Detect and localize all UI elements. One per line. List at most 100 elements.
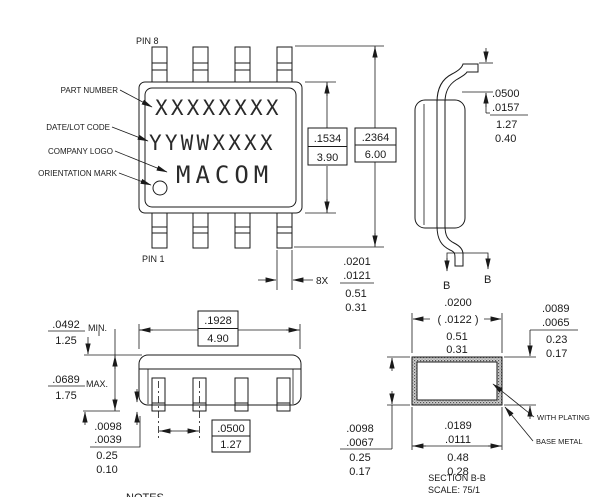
dim-lead-width-row4: 0.31 [345,302,366,314]
material-callouts: WITH PLATING BASE METAL [492,383,590,446]
dim-body-length-mm: 4.90 [207,333,228,345]
dim-standoff-row2: .0039 [94,434,122,446]
dim-thickness-base-row3: 0.23 [546,334,567,346]
pin [192,212,209,249]
lead [276,377,291,412]
top-pins [151,46,293,83]
section-mark-b-left: B [443,280,450,292]
dim-body-width: .1534 3.90 [305,81,348,214]
pin8-label: PIN 8 [136,36,159,46]
bottom-pins [151,212,293,249]
side-body [414,99,466,229]
dim-width-base-row1: .0189 [444,420,472,432]
dim-foot-row3: 1.27 [496,119,517,131]
dim-width-plated-row3: 0.51 [446,331,467,343]
section-bb-title: SECTION B-B [428,473,486,483]
dim-pitch: .0500 1.27 [158,381,251,453]
dim-foot-length: .0500 .0157 1.27 0.40 [462,48,528,145]
dim-thickness-plated: .0098 .0067 0.25 0.17 [340,356,410,478]
dim-thickness-base-row1: .0089 [542,303,570,315]
base-metal-label: BASE METAL [536,437,583,446]
dim-height-min: .0492 1.25 MIN. [48,319,142,356]
dim-standoff-row4: 0.10 [96,464,117,476]
dim-body-width-in: .1534 [314,133,342,145]
section-bb-scale: SCALE: 75/1 [428,485,480,495]
marking-part-number: XXXXXXXX [155,96,282,120]
orientation-mark-dot [152,180,168,196]
front-leads [151,377,291,412]
dim-width-plated-row1: .0200 [444,297,472,309]
section-cut-marks: B B [443,252,491,292]
lead-count-label: 8X [316,276,329,287]
side-view: .0500 .0157 1.27 0.40 B B [414,48,528,292]
dim-body-width-mm: 3.90 [317,152,338,164]
front-view: .1928 4.90 .0492 1.25 MIN. .0689 1.75 MA… [48,310,302,476]
marking-logo: MACOM [176,161,273,189]
dim-body-length: .1928 4.90 [138,310,301,349]
side-top-lead [436,63,479,103]
dim-height-max: .0689 1.75 MAX. [48,329,120,412]
dim-standoff-row3: 0.25 [96,450,117,462]
dim-body-length-in: .1928 [204,315,232,327]
lead-cross-section-base [416,361,498,401]
dim-lead-width-row1: .0201 [343,256,371,268]
package-body-outline [138,81,303,214]
dim-foot-row2: .0157 [492,102,520,114]
dim-thickness-plated-row3: 0.25 [349,452,370,464]
front-body [138,354,302,406]
pin [151,212,168,249]
height-max-in: .0689 [52,374,80,386]
pin [276,212,293,249]
section-bb-view: .0200 ( .0122 ) 0.51 0.31 .0098 .0067 0.… [340,297,590,495]
height-max-mm: 1.75 [55,390,76,402]
callout-orientation-mark: ORIENTATION MARK [38,169,117,178]
pin [234,46,251,83]
marking-date-lot: YYWWXXXX [149,131,276,155]
section-mark-b-right: B [484,274,491,286]
dim-width-plated: .0200 ( .0122 ) 0.51 0.31 [411,297,503,356]
top-view: XXXXXXXX YYWWXXXX MACOM PIN 8 PIN 1 PART… [38,36,397,314]
height-min-mm: 1.25 [55,335,76,347]
dim-pitch-mm: 1.27 [220,439,241,451]
package-body-inner [144,87,297,208]
height-max-label: MAX. [86,379,108,389]
pin [276,46,293,83]
dim-thickness-base: .0089 .0065 0.23 0.17 [504,303,578,419]
dim-pitch-in: .0500 [217,423,245,435]
callout-company-logo: COMPANY LOGO [48,147,113,156]
height-min-label: MIN. [88,323,107,333]
callout-date-lot: DATE/LOT CODE [46,123,110,132]
dim-overall-width-mm: 6.00 [365,149,386,161]
dim-lead-width: 8X .0201 .0121 0.51 0.31 [258,250,374,314]
dim-width-base: .0189 .0111 0.48 0.28 [411,407,503,478]
pin1-label: PIN 1 [142,254,165,264]
with-plating-label: WITH PLATING [537,413,590,422]
dim-thickness-plated-row2: .0067 [346,437,374,449]
dim-overall-width: .2364 6.00 [294,45,397,248]
dim-width-plated-row4: 0.31 [446,344,467,356]
dim-lead-width-row2: .0121 [343,270,371,282]
lead [234,377,249,412]
callout-part-number: PART NUMBER [61,86,119,95]
dim-standoff: .0098 .0039 0.25 0.10 [82,389,141,476]
height-min-in: .0492 [52,319,80,331]
dim-width-plated-row2: ( .0122 ) [438,314,479,326]
pin [192,46,209,83]
pin [151,46,168,83]
callouts: PART NUMBER DATE/LOT CODE COMPANY LOGO O… [38,86,168,186]
dim-thickness-base-row4: 0.17 [546,348,567,360]
dim-overall-width-in: .2364 [362,132,390,144]
dim-lead-width-row3: 0.51 [345,288,366,300]
pin [234,212,251,249]
dim-thickness-plated-row4: 0.17 [349,466,370,478]
dim-width-base-row3: 0.48 [447,452,468,464]
dim-foot-row1: .0500 [492,88,520,100]
dim-width-base-row4: 0.28 [447,466,468,478]
dim-thickness-base-row2: .0065 [542,317,570,329]
side-bottom-lead [436,225,464,267]
dim-thickness-plated-row1: .0098 [346,423,374,435]
dim-foot-row4: 0.40 [495,133,516,145]
notes-partial-text: NOTES [126,492,164,497]
